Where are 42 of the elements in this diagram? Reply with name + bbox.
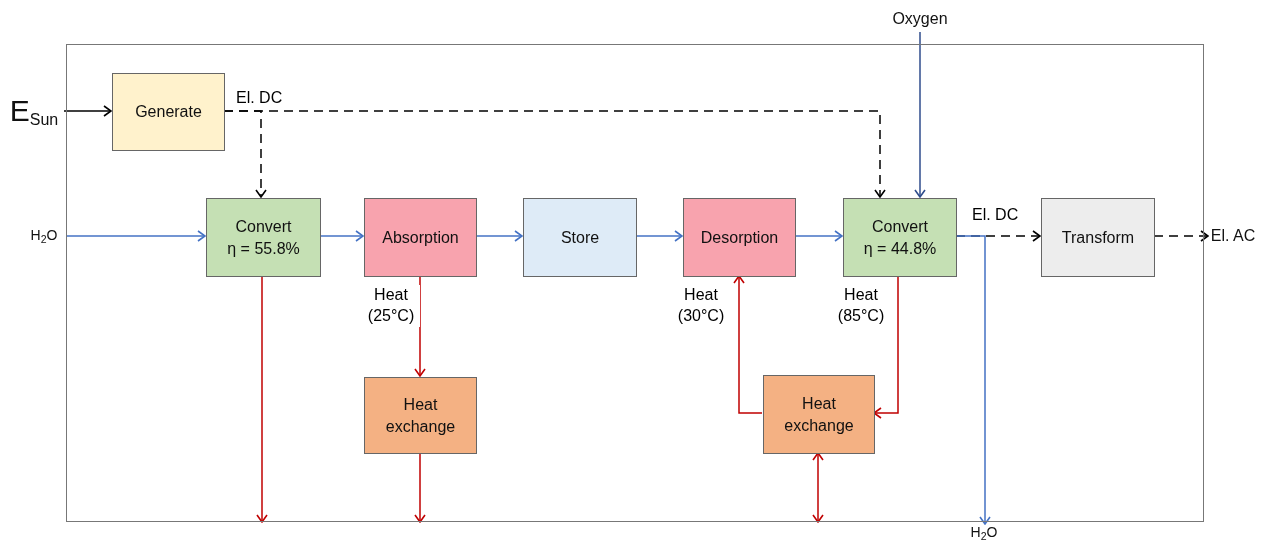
box-label: Desorption [700,227,779,248]
arrow [319,230,364,242]
process-box [112,73,225,151]
arrow [914,31,926,198]
output-label: H$_{2}$O [970,522,998,541]
arrow [1153,230,1209,242]
process-box [843,198,957,277]
arrow [475,230,523,242]
box-label: Heat exchange [783,393,855,436]
arrow [65,230,206,242]
arrow [256,275,268,523]
box-label: Convert [235,216,292,237]
arrow [414,275,426,377]
input-label: H$_{2}$O [30,226,58,246]
process-box [523,198,637,277]
arrow [733,275,763,414]
box-label: η = 55.8% [227,238,300,259]
process-box [364,198,477,277]
process-box [206,198,321,277]
arrow [794,230,843,242]
box-label: Absorption [382,227,459,248]
arrow [414,452,426,523]
box-label: Store [560,227,600,248]
outer-frame [66,44,1204,522]
arrow [223,110,886,198]
arrow [955,235,991,525]
process-box [364,377,477,454]
energy-label: E$_{Sun}$ [9,92,59,130]
box-label: Heat exchange [384,394,457,437]
arrow [63,105,112,117]
output-label: El. AC [1210,226,1256,247]
process-box [683,198,796,277]
arrow [812,452,824,523]
arrow [873,275,899,419]
arrow [635,230,683,242]
box-label: Convert [872,216,928,237]
input-label: Oxygen [892,9,948,30]
box-label: η = 44.8% [863,238,937,259]
box-label: Transform [1061,227,1135,248]
box-label: Generate [135,102,202,123]
process-box [1041,198,1155,277]
process-box [763,375,875,454]
